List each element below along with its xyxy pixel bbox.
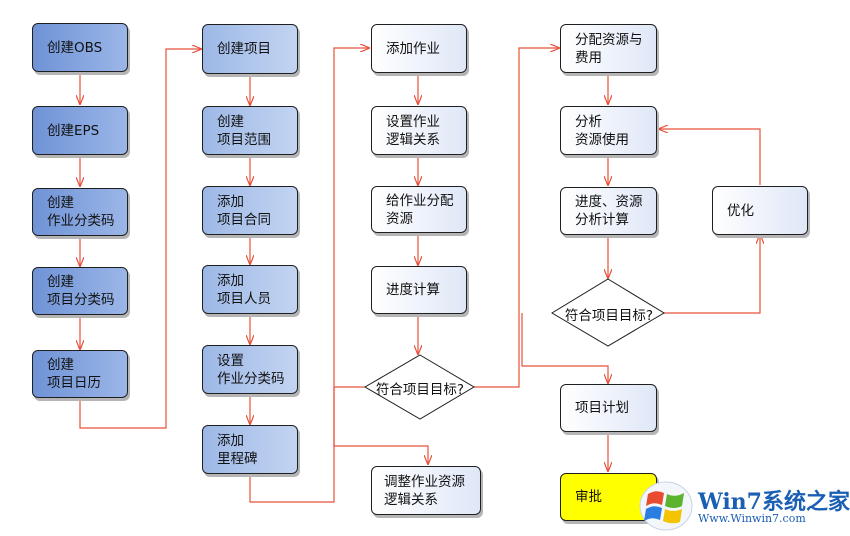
node-create-project-code: 创建 项目分类码 bbox=[32, 267, 128, 315]
node-allocate-resources-costs: 分配资源与 费用 bbox=[560, 24, 657, 73]
node-create-activity-code: 创建 作业分类码 bbox=[32, 188, 128, 236]
arrow-decision-plan bbox=[521, 313, 608, 383]
node-add-project-contract: 添加 项目合同 bbox=[202, 186, 298, 235]
node-analyze-resource-usage: 分析 资源使用 bbox=[560, 106, 657, 155]
watermark-url: Www.Winwin7.com bbox=[698, 512, 806, 525]
node-add-milestone: 添加 里程碑 bbox=[202, 425, 298, 474]
decision-2-label: 符合项目目标? bbox=[564, 308, 654, 324]
node-create-project: 创建项目 bbox=[202, 24, 298, 74]
node-project-plan: 项目计划 bbox=[560, 384, 657, 432]
node-create-project-calendar: 创建 项目日历 bbox=[32, 350, 128, 398]
windows-flag-icon bbox=[639, 481, 693, 531]
node-add-activity: 添加作业 bbox=[371, 24, 467, 73]
node-create-project-scope: 创建 项目范围 bbox=[202, 106, 298, 155]
arrow-calendar-create-project bbox=[79, 49, 201, 429]
decision-diamond-2 bbox=[551, 278, 665, 347]
decision-1-label: 符合项目目标? bbox=[375, 382, 465, 398]
watermark-brand: Win7系统之家 bbox=[698, 489, 850, 515]
node-add-project-staff: 添加 项目人员 bbox=[202, 265, 298, 314]
node-assign-resources: 给作业分配 资源 bbox=[371, 186, 467, 233]
node-create-obs: 创建OBS bbox=[32, 23, 128, 72]
node-adjust-resource-logic: 调整作业资源 逻辑关系 bbox=[371, 466, 481, 515]
node-set-activity-logic: 设置作业 逻辑关系 bbox=[371, 106, 467, 155]
node-schedule-calc: 进度计算 bbox=[371, 266, 467, 314]
decision-diamond-1 bbox=[364, 354, 475, 420]
arrow-decision-allocate bbox=[474, 48, 559, 388]
flow-connectors bbox=[0, 0, 832, 503]
node-optimize: 优化 bbox=[712, 186, 808, 235]
arrow-decision-adjust bbox=[333, 386, 428, 464]
arrow-optimize-analyze bbox=[659, 129, 761, 185]
arrow-milestone-add-activity bbox=[249, 48, 369, 503]
node-set-activity-code: 设置 作业分类码 bbox=[202, 345, 298, 394]
node-create-eps: 创建EPS bbox=[32, 106, 128, 155]
arrow-decision-optimize bbox=[664, 235, 760, 314]
node-schedule-resource-calc: 进度、资源 分析计算 bbox=[560, 187, 657, 235]
watermark-logo: Win7系统之家 Www.Winwin7.com bbox=[636, 478, 850, 532]
